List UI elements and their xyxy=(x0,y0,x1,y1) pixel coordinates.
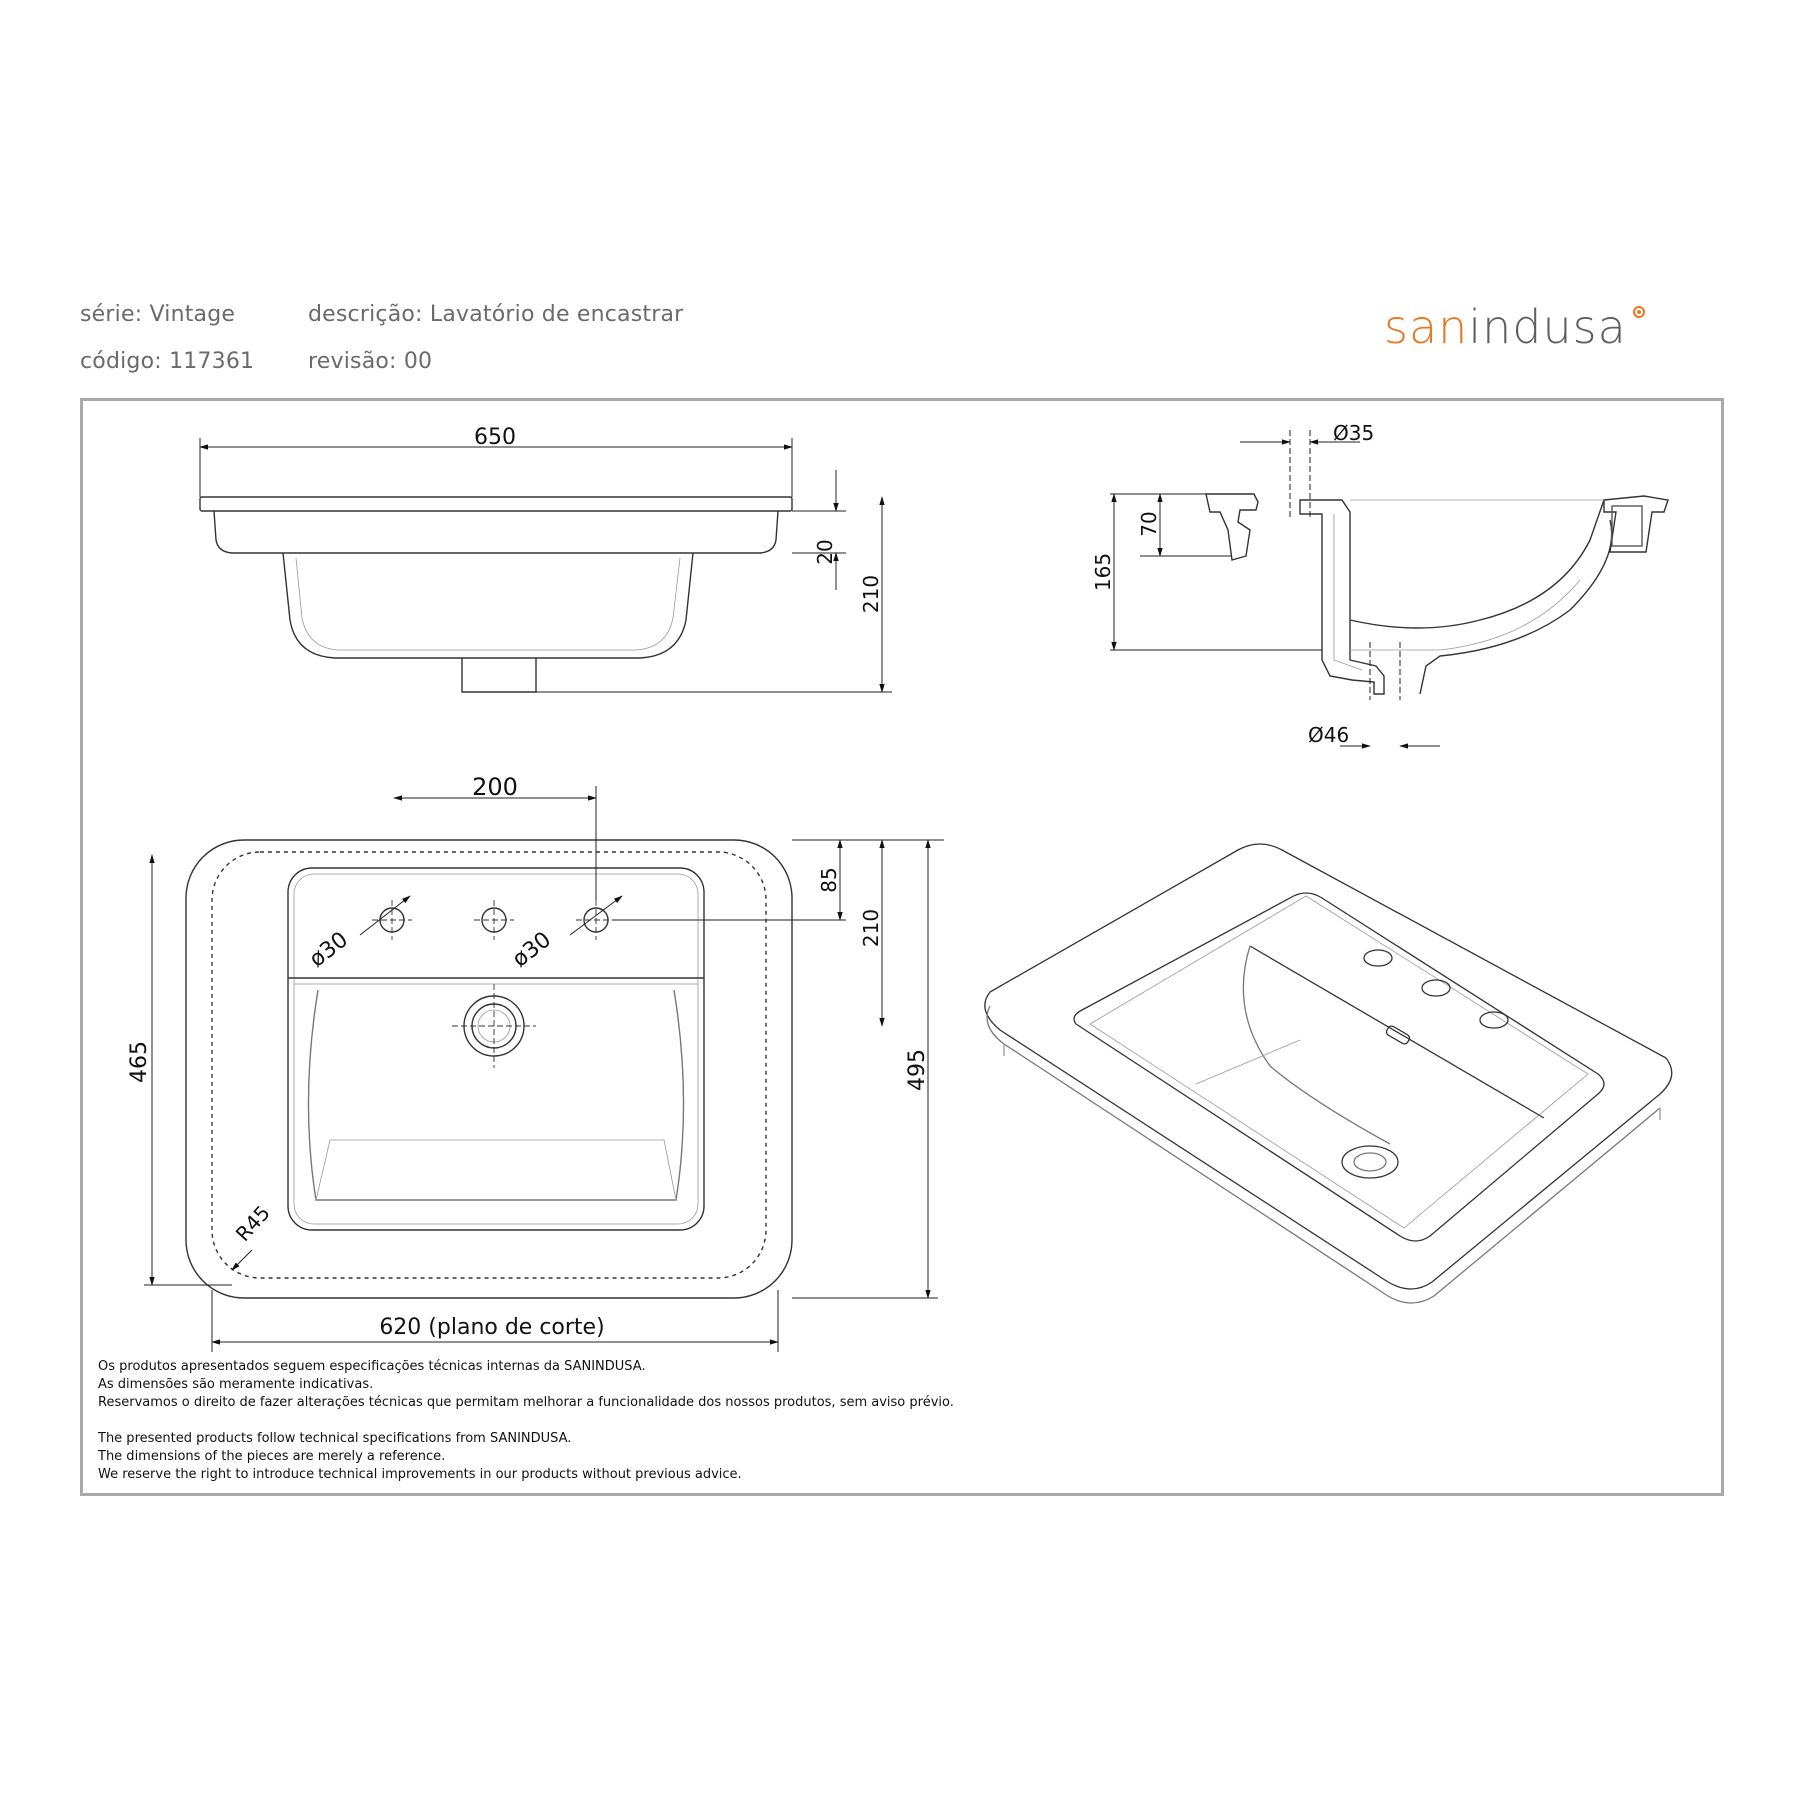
note-pt-1: Os produtos apresentados seguem especifi… xyxy=(98,1359,646,1374)
plan-view xyxy=(185,839,793,1299)
front-elevation xyxy=(199,496,793,693)
drawing-frame xyxy=(80,398,1724,1496)
dim-drain-35: Ø35 xyxy=(1333,421,1374,445)
dim-plan-465: 465 xyxy=(127,1041,152,1083)
dim-hole-right-30: ø30 xyxy=(508,927,556,972)
plan-dimension-lines xyxy=(144,786,944,1352)
dim-section-165: 165 xyxy=(1091,553,1115,591)
note-pt-2: As dimensões são meramente indicativas. xyxy=(98,1377,374,1392)
header-revisao: revisão: 00 xyxy=(308,349,433,374)
dim-plan-210: 210 xyxy=(859,909,883,947)
notes-spacer xyxy=(98,1412,954,1430)
dim-hole-left-30: ø30 xyxy=(305,927,353,972)
logo-part-indusa: indusa xyxy=(1468,300,1627,354)
dim-height-210: 210 xyxy=(859,575,883,613)
dim-rim-20: 20 xyxy=(813,539,837,564)
dim-section-70: 70 xyxy=(1137,511,1161,536)
header-codigo: código: 117361 xyxy=(80,349,255,374)
note-pt-3: Reservamos o direito de fazer alterações… xyxy=(98,1395,954,1410)
note-en-2: The dimensions of the pieces are merely … xyxy=(98,1449,446,1464)
dim-tap-spacing-200: 200 xyxy=(472,773,518,801)
front-dimension-lines xyxy=(199,438,892,693)
header-descricao: descrição: Lavatório de encastrar xyxy=(308,302,684,327)
dim-cut-plane-620: 620 (plano de corte) xyxy=(379,1315,604,1340)
logo-mark-icon xyxy=(1632,306,1645,318)
plan-centerlines xyxy=(372,900,616,1068)
note-en-1: The presented products follow technical … xyxy=(98,1431,572,1446)
disclaimer-notes: Os produtos apresentados seguem especifi… xyxy=(98,1358,954,1484)
dim-width-650: 650 xyxy=(474,425,516,450)
logo-part-san: san xyxy=(1384,300,1469,354)
brand-logo: sanindusa xyxy=(1384,300,1645,354)
note-en-3: We reserve the right to introduce techni… xyxy=(98,1467,742,1482)
section-view xyxy=(1205,493,1669,695)
section-dimension-lines xyxy=(1110,430,1440,749)
dim-tap-offset-85: 85 xyxy=(817,867,841,892)
dim-radius-45: R45 xyxy=(231,1201,275,1246)
header-serie: série: Vintage xyxy=(80,302,236,327)
dim-plan-495: 495 xyxy=(905,1049,930,1091)
isometric-view xyxy=(984,843,1673,1304)
dim-outlet-46: Ø46 xyxy=(1308,723,1349,747)
